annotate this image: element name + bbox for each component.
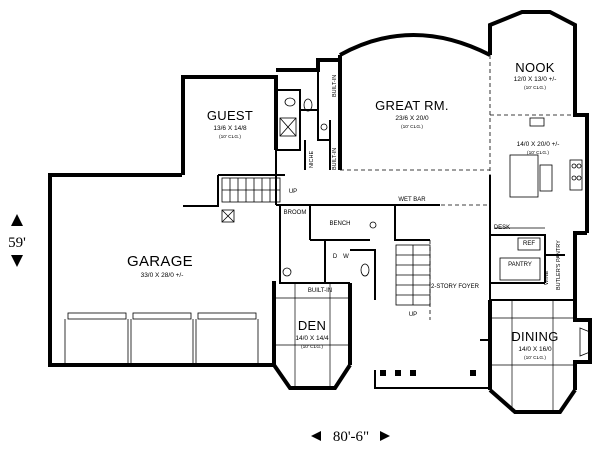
nook-dims: 12/0 X 13/0 +/- [514, 76, 557, 83]
nook-clg: (10' CLG.) [524, 85, 546, 91]
dining-grid [490, 300, 575, 412]
foyer-label: 2-STORY FOYER [431, 284, 480, 290]
pantry-label: PANTRY [508, 262, 532, 268]
w-label: W [343, 254, 349, 260]
wine-label: WINE [544, 270, 550, 285]
width-dimension: 80'-6" [311, 429, 390, 445]
porch-columns [380, 370, 476, 376]
kitchen-dims: 14/0 X 20/0 +/- [517, 141, 560, 148]
den-dims: 14/0 X 14/4 [295, 335, 329, 342]
desk-label: DESK [494, 225, 510, 231]
interior-walls [183, 70, 575, 341]
den-grid [274, 283, 350, 388]
butlers-pantry-label: BUTLER'S PANTRY [556, 240, 562, 290]
great-rm-clg: (10' CLG.) [401, 124, 423, 130]
den-name: DEN [298, 318, 326, 333]
depth-dimension: 59' [8, 214, 26, 267]
arrow-left-icon [311, 431, 321, 441]
guest-clg: (10' CLG.) [219, 134, 241, 140]
width-label: 80'-6" [333, 429, 369, 445]
built-in-mid-label: BUILT-IN [332, 148, 338, 170]
bath-fixtures [221, 97, 377, 277]
great-rm-dims: 23/6 X 20/0 [395, 115, 429, 122]
dining-clg: (10' CLG.) [524, 355, 546, 361]
guest-dims: 13/6 X 14/8 [213, 125, 247, 132]
garage-dims: 33/0 X 28/0 +/- [141, 272, 184, 279]
arrow-up-icon [11, 214, 23, 226]
garage-doors [64, 312, 259, 365]
built-in-den-label: BUILT-IN [308, 288, 332, 294]
great-rm-name: GREAT RM. [375, 98, 449, 113]
wet-bar-label: WET BAR [398, 197, 426, 203]
dashed-lines [340, 55, 575, 320]
nook-name: NOOK [515, 60, 555, 75]
broom-label: BROOM [284, 210, 307, 216]
niche-label: NICHE [309, 151, 315, 168]
up-label-2: UP [409, 312, 417, 318]
garage-name: GARAGE [127, 253, 193, 270]
kitchen-clg: (10' CLG.) [527, 150, 549, 156]
depth-label: 59' [8, 235, 26, 251]
fireplace [579, 327, 591, 357]
foyer-stair [395, 244, 431, 306]
dining-dims: 14/0 X 16/0 [518, 346, 552, 353]
bench-label: BENCH [329, 221, 350, 227]
arrow-down-icon [11, 255, 23, 267]
built-in-top-label: BUILT-IN [332, 75, 338, 97]
dw-label: D [333, 254, 338, 260]
den-clg: (10' CLG.) [301, 344, 323, 350]
arrow-right-icon [380, 431, 390, 441]
guest-name: GUEST [207, 108, 253, 123]
up-label-1: UP [289, 189, 297, 195]
kitchen-fixtures [495, 117, 583, 281]
exterior-walls [48, 10, 592, 414]
stair-to-guest [221, 177, 281, 203]
ref-label: REF [523, 241, 535, 247]
dining-name: DINING [511, 329, 558, 344]
